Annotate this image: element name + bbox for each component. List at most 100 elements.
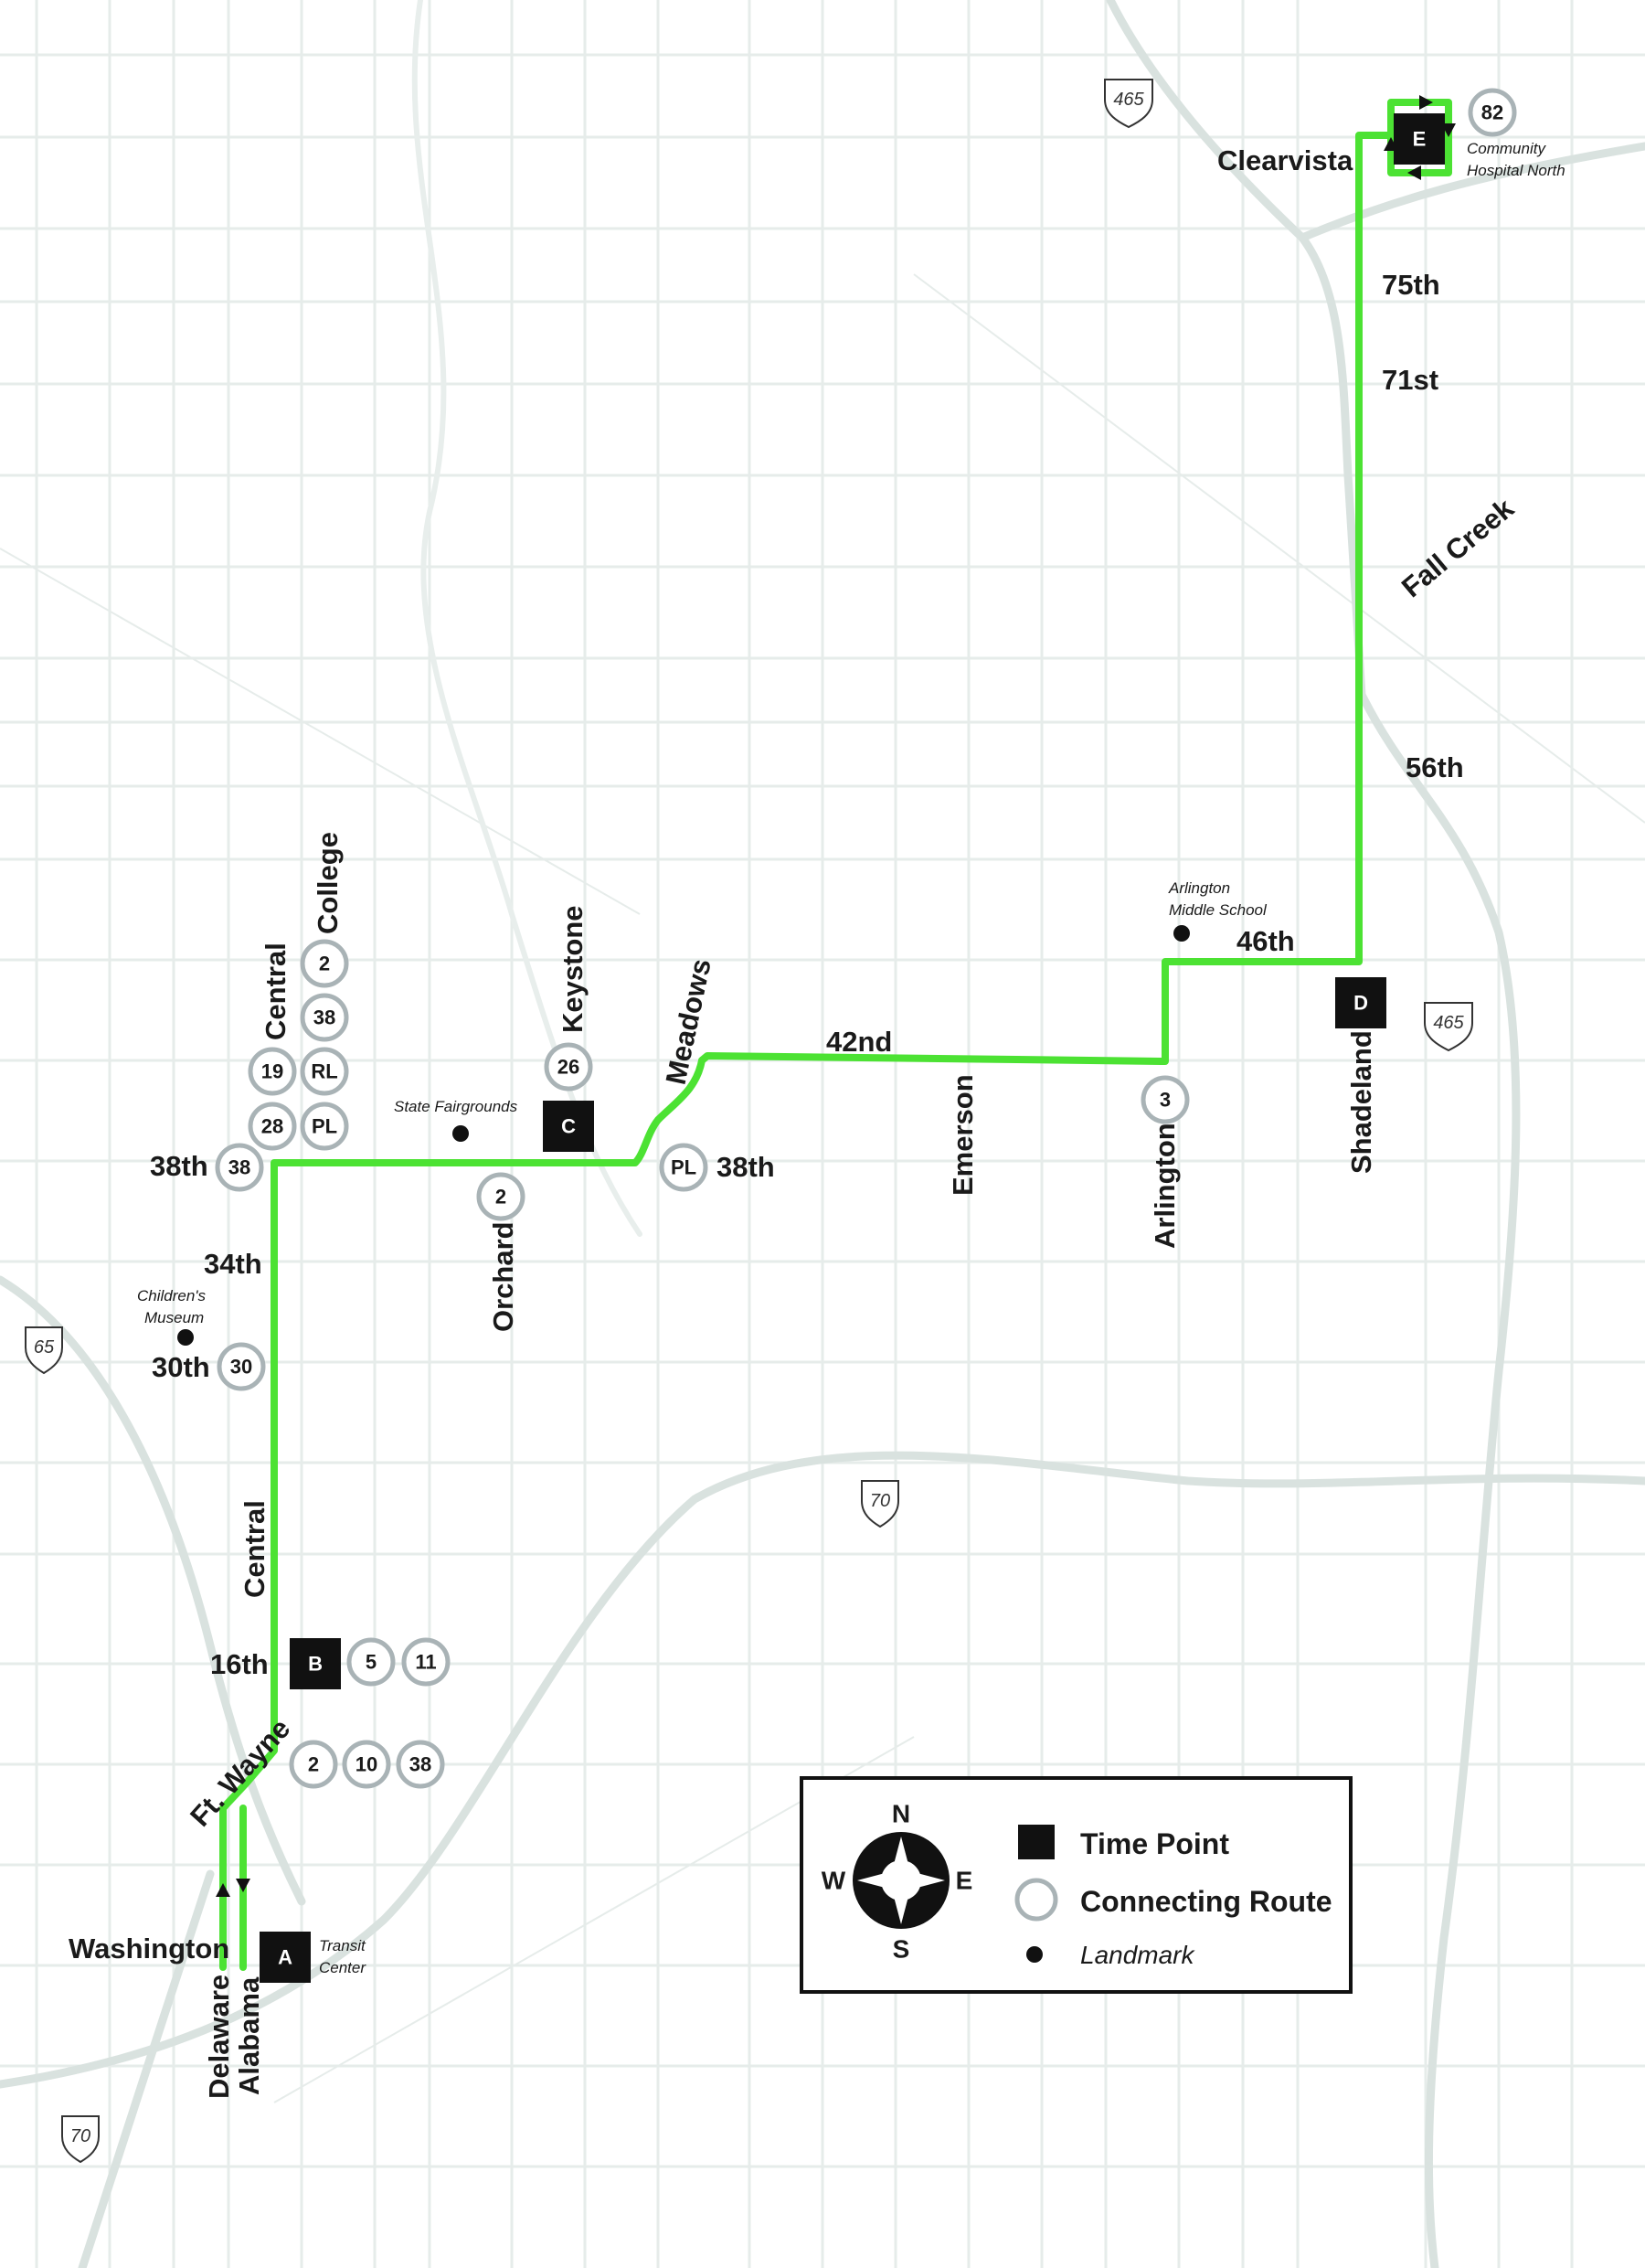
connecting-route-38: 38 (300, 993, 349, 1042)
i70-shield-center: 70 (861, 1480, 899, 1528)
compass-north: N (892, 1800, 910, 1828)
street-label-38th-east: 38th (716, 1151, 775, 1183)
connecting-route-82: 82 (1468, 88, 1517, 137)
time-point-e: E (1394, 113, 1445, 165)
street-label-delaware: Delaware (203, 1975, 235, 2099)
connecting-route-pl: PL (300, 1102, 349, 1151)
compass-west: W (822, 1867, 846, 1895)
street-label-56th: 56th (1406, 751, 1464, 783)
svg-text:465: 465 (1433, 1013, 1464, 1033)
landmark-transit-center-label-1: Transit (319, 1937, 366, 1954)
svg-text:2: 2 (319, 953, 330, 975)
i465-shield-east: 465 (1424, 1002, 1473, 1052)
legend-connecting-route-label: Connecting Route (1080, 1885, 1332, 1918)
legend-landmark-swatch (1026, 1946, 1043, 1963)
connecting-route-rl: RL (300, 1047, 349, 1096)
street-label-emerson: Emerson (947, 1074, 979, 1196)
connecting-route-38: 38 (396, 1740, 445, 1789)
connecting-route-2: 2 (476, 1172, 525, 1221)
i465-highway-north (1298, 142, 1645, 242)
street-label-central-north: Central (260, 942, 292, 1040)
landmark-dots (177, 925, 1190, 1346)
svg-text:38: 38 (409, 1753, 431, 1776)
street-label-central-south: Central (239, 1500, 271, 1598)
street-label-meadows: Meadows (660, 956, 717, 1088)
svg-text:70: 70 (70, 2126, 90, 2146)
svg-text:28: 28 (261, 1115, 283, 1138)
svg-text:30: 30 (230, 1356, 252, 1379)
connecting-route-11: 11 (401, 1637, 451, 1687)
svg-text:PL: PL (312, 1115, 337, 1138)
i65-highway-south (78, 1869, 215, 2268)
svg-text:RL: RL (311, 1060, 337, 1083)
street-label-alabama: Alabama (233, 1976, 265, 2095)
landmark-childrens-museum (177, 1329, 194, 1346)
street-label-orchard: Orchard (487, 1221, 519, 1332)
svg-text:C: C (561, 1115, 576, 1138)
connecting-route-30: 30 (217, 1342, 266, 1391)
street-label-washington: Washington (69, 1933, 229, 1965)
connecting-route-2: 2 (289, 1740, 338, 1789)
svg-text:65: 65 (34, 1337, 55, 1358)
street-label-42nd: 42nd (826, 1026, 892, 1058)
highway-shields: 465 465 65 70 70 (25, 79, 1473, 2164)
svg-text:465: 465 (1113, 90, 1144, 110)
street-label-clearvista: Clearvista (1217, 144, 1353, 176)
svg-text:D: D (1353, 992, 1368, 1015)
legend: N S E W Time Point Connecting Route Land… (800, 1776, 1353, 1994)
connecting-route-19: 19 (248, 1047, 297, 1096)
arrow-left-icon (1407, 165, 1421, 180)
svg-text:70: 70 (870, 1491, 890, 1511)
svg-text:82: 82 (1481, 101, 1503, 124)
connecting-route-pl: PL (659, 1143, 708, 1192)
legend-landmark-label: Landmark (1080, 1941, 1196, 1969)
time-point-d: D (1335, 977, 1386, 1028)
svg-text:10: 10 (356, 1753, 377, 1776)
arrow-down-icon (236, 1879, 250, 1892)
connecting-route-28: 28 (248, 1102, 297, 1151)
connecting-routes: 82 2 38 RL PL 19 28 38 26 2 PL 3 30 5 11… (215, 88, 1517, 1789)
street-line (0, 548, 641, 915)
landmark-state-fairgrounds-label: State Fairgrounds (394, 1098, 518, 1115)
landmark-arlington-ms-label-1: Arlington (1168, 879, 1230, 897)
time-point-b: B (290, 1638, 341, 1689)
svg-text:2: 2 (308, 1753, 319, 1776)
i65-shield: 65 (25, 1326, 63, 1375)
landmark-arlington-ms (1173, 925, 1190, 942)
connecting-route-10: 10 (342, 1740, 391, 1789)
direction-arrows (216, 95, 1456, 1897)
street-label-30th: 30th (152, 1351, 210, 1383)
street-label-46th: 46th (1236, 925, 1295, 957)
legend-time-point-label: Time Point (1080, 1827, 1229, 1860)
landmark-hospital-label-2: Hospital North (1467, 162, 1565, 179)
i70-shield-south: 70 (61, 2115, 100, 2164)
svg-text:38: 38 (313, 1006, 335, 1029)
street-label-fall-creek: Fall Creek (1396, 492, 1521, 604)
landmark-hospital-label-1: Community (1467, 140, 1546, 157)
i465-highway (1106, 0, 1521, 2268)
landmark-state-fairgrounds (452, 1125, 469, 1142)
street-label-34th: 34th (204, 1248, 262, 1280)
svg-text:3: 3 (1160, 1089, 1171, 1112)
street-label-16th: 16th (210, 1648, 269, 1680)
compass-east: E (956, 1867, 973, 1895)
svg-text:38: 38 (228, 1156, 250, 1179)
landmark-arlington-ms-label-2: Middle School (1169, 901, 1268, 919)
compass-south: S (893, 1935, 910, 1964)
compass-rose-icon (853, 1832, 950, 1929)
connecting-route-38: 38 (215, 1143, 264, 1192)
street-line (913, 273, 1645, 824)
connecting-route-3: 3 (1141, 1075, 1190, 1124)
route-path (219, 99, 1452, 1971)
svg-text:B: B (308, 1653, 323, 1676)
svg-text:11: 11 (415, 1651, 436, 1674)
svg-text:A: A (278, 1946, 292, 1969)
svg-text:E: E (1413, 128, 1427, 151)
connecting-route-26: 26 (544, 1042, 593, 1091)
landmark-childrens-museum-label-2: Museum (144, 1309, 204, 1326)
svg-text:26: 26 (557, 1056, 579, 1079)
svg-text:5: 5 (366, 1651, 377, 1674)
i465-shield-north: 465 (1104, 79, 1153, 129)
arrow-up-icon (216, 1883, 230, 1897)
